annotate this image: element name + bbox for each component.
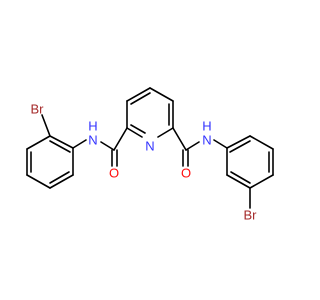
ring-double-bond: [230, 171, 251, 184]
left-bromine-label: Br: [31, 102, 45, 117]
left-phenyl-ring: [26, 114, 74, 189]
left-amide-hydrogen-label: H: [88, 119, 97, 134]
left-amide: [72, 127, 128, 167]
ring-bond: [249, 135, 274, 150]
ring-bond: [26, 174, 51, 189]
ring-bond: [249, 174, 274, 189]
left-carbonyl-oxygen-label: O: [109, 166, 119, 181]
ring-bond: [49, 174, 74, 189]
bond: [113, 127, 128, 151]
ring-bond: [226, 135, 251, 149]
ring-double-bond: [130, 92, 151, 105]
ring-bond: [126, 127, 143, 138]
bond: [72, 139, 87, 149]
ring-double-bond: [130, 124, 146, 134]
ring-bond: [157, 127, 174, 138]
bond: [172, 127, 187, 151]
ring-bond: [149, 87, 174, 102]
right-bromine-label: Br: [244, 208, 258, 223]
right-amide: [172, 127, 228, 167]
ring-double-bond: [49, 140, 71, 153]
c-br-bond: [41, 114, 51, 137]
ring-double-bond: [229, 140, 251, 153]
left-amide-nitrogen-label: N: [88, 133, 97, 148]
structure-diagram: N N H N H O O Br Br: [26, 87, 274, 223]
bond: [100, 141, 115, 151]
right-phenyl-ring: [226, 135, 274, 209]
pyridine-ring: [126, 87, 174, 138]
ring-bond: [226, 174, 251, 189]
right-carbonyl-oxygen-label: O: [181, 166, 191, 181]
bond: [185, 141, 200, 151]
pyridine-nitrogen-label: N: [145, 139, 154, 154]
atom-labels: N N H N H O O Br Br: [31, 102, 258, 223]
right-amide-nitrogen-label: N: [202, 133, 211, 148]
ring-bond: [26, 135, 51, 150]
right-amide-hydrogen-label: H: [202, 119, 211, 134]
ring-bond: [126, 87, 151, 102]
ring-double-bond: [49, 171, 70, 184]
ring-bond: [49, 135, 74, 149]
bond: [213, 139, 228, 149]
